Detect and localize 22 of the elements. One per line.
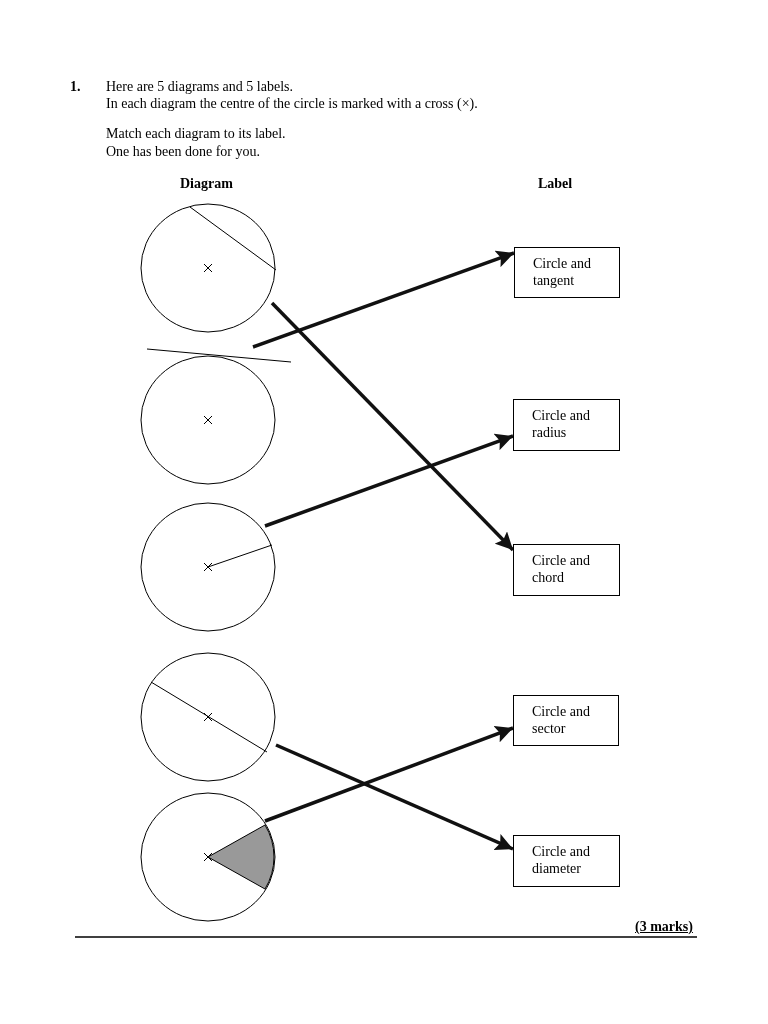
instruction-text: In each diagram the centre of the circle is marked with a cross (×). bbox=[106, 95, 478, 112]
arrow bbox=[264, 433, 514, 528]
arrow bbox=[270, 301, 515, 552]
circle-drawing bbox=[140, 651, 278, 785]
label-box: Circle and diameter bbox=[513, 835, 620, 887]
circle-drawing bbox=[140, 501, 278, 635]
label-box: Circle and chord bbox=[513, 544, 620, 596]
arrow bbox=[275, 743, 514, 851]
instruction-text: Match each diagram to its label. bbox=[106, 125, 286, 142]
label-box: Circle and sector bbox=[513, 695, 619, 746]
question-number: 1. bbox=[70, 78, 81, 95]
instruction-text: One has been done for you. bbox=[106, 143, 260, 160]
column-heading: Diagram bbox=[180, 175, 233, 192]
label-box: Circle and radius bbox=[513, 399, 620, 451]
circle-drawing bbox=[140, 791, 278, 925]
column-heading: Label bbox=[538, 175, 573, 192]
circle-drawing bbox=[140, 202, 278, 336]
instruction-text: Here are 5 diagrams and 5 labels. bbox=[106, 78, 293, 95]
label-box: Circle and tangent bbox=[514, 247, 620, 298]
marks-text: (3 marks) bbox=[635, 918, 693, 935]
arrow bbox=[264, 725, 514, 823]
arrow bbox=[252, 250, 515, 349]
